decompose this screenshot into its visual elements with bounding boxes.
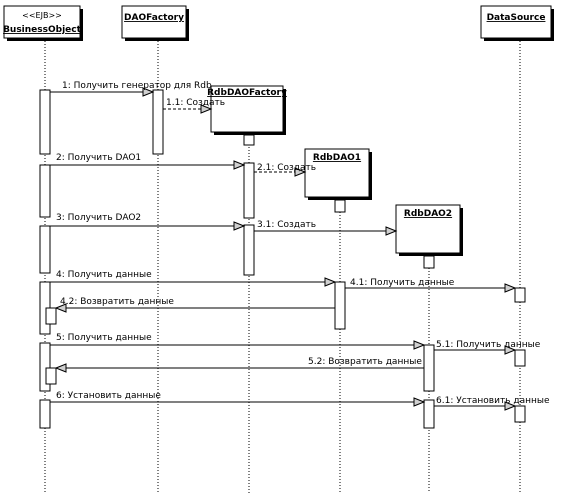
activation-bar bbox=[514, 287, 526, 303]
activation-bar bbox=[39, 164, 51, 218]
activation-bar bbox=[334, 281, 346, 330]
message-label: 6: Установить данные bbox=[56, 391, 161, 401]
activation-bar bbox=[243, 134, 255, 146]
participant-rdbdao2[interactable]: RdbDAO2 bbox=[395, 204, 463, 256]
activation-bar bbox=[514, 405, 526, 423]
participant-name: DAOFactory bbox=[124, 13, 184, 23]
message-4-2: 4.2: Возвратить данные bbox=[54, 297, 335, 313]
message-5-1: 5.1: Получить данные bbox=[434, 340, 541, 355]
message-label: 4.1: Получить данные bbox=[350, 278, 455, 288]
activation-bar bbox=[39, 399, 51, 429]
message-label: 1: Получить генератор для Rdb bbox=[62, 81, 212, 91]
activation-bar bbox=[45, 367, 57, 385]
message-3-1: 3.1: Создать bbox=[254, 220, 398, 236]
message-label: 2.1: Создать bbox=[257, 163, 316, 173]
activation-bar bbox=[423, 399, 435, 429]
participant-rdbdaofactory[interactable]: RdbDAOFactory bbox=[207, 85, 287, 135]
activation-bar bbox=[243, 162, 255, 219]
participant-name: DataSource bbox=[487, 13, 546, 23]
message-4-1: 4.1: Получить данные bbox=[345, 278, 517, 293]
activation-bar bbox=[39, 225, 51, 274]
activation-bar bbox=[152, 89, 164, 155]
activation-bar bbox=[39, 342, 51, 392]
participant-name: RdbDAO1 bbox=[313, 153, 361, 163]
message-4: 4: Получить данные bbox=[50, 270, 337, 287]
participant-name: RdbDAOFactory bbox=[207, 88, 287, 98]
activation-bar bbox=[243, 224, 255, 276]
message-1-1: 1.1: Создать bbox=[163, 98, 225, 114]
message-label: 5.2: Возвратить данные bbox=[308, 357, 422, 367]
message-label: 6.1: Установить данные bbox=[436, 396, 550, 406]
activation-bar bbox=[39, 89, 51, 155]
participant-stereotype: <<EJB>> bbox=[22, 11, 62, 20]
message-label: 5.1: Получить данные bbox=[436, 340, 541, 350]
message-label: 3: Получить DAO2 bbox=[56, 213, 141, 223]
message-6: 6: Установить данные bbox=[50, 391, 426, 407]
message-label: 1.1: Создать bbox=[166, 98, 225, 108]
message-1: 1: Получить генератор для Rdb bbox=[50, 81, 212, 97]
participant-businessobject[interactable]: <<EJB>> BusinessObject bbox=[3, 5, 83, 41]
message-6-1: 6.1: Установить данные bbox=[434, 396, 550, 411]
activation-bar bbox=[334, 199, 346, 213]
participant-rdbdao1[interactable]: RdbDAO1 bbox=[304, 148, 372, 200]
participant-datasource[interactable]: DataSource bbox=[480, 5, 554, 41]
message-label: 2: Получить DAO1 bbox=[56, 153, 141, 163]
message-2-1: 2.1: Создать bbox=[254, 163, 316, 177]
activation-bar bbox=[514, 349, 526, 367]
message-label: 4: Получить данные bbox=[56, 270, 152, 280]
message-label: 5: Получить данные bbox=[56, 333, 152, 343]
participant-daofactory[interactable]: DAOFactory bbox=[121, 5, 189, 41]
message-3: 3: Получить DAO2 bbox=[50, 213, 246, 231]
activation-bar bbox=[423, 255, 435, 269]
message-label: 4.2: Возвратить данные bbox=[60, 297, 174, 307]
message-5: 5: Получить данные bbox=[50, 333, 426, 350]
participant-name: RdbDAO2 bbox=[404, 209, 452, 219]
message-label: 3.1: Создать bbox=[257, 220, 316, 230]
participant-name: BusinessObject bbox=[3, 25, 82, 35]
activation-bar bbox=[45, 307, 57, 325]
message-5-2: 5.2: Возвратить данные bbox=[54, 357, 424, 373]
activation-bar bbox=[423, 344, 435, 392]
message-2: 2: Получить DAO1 bbox=[50, 153, 246, 170]
